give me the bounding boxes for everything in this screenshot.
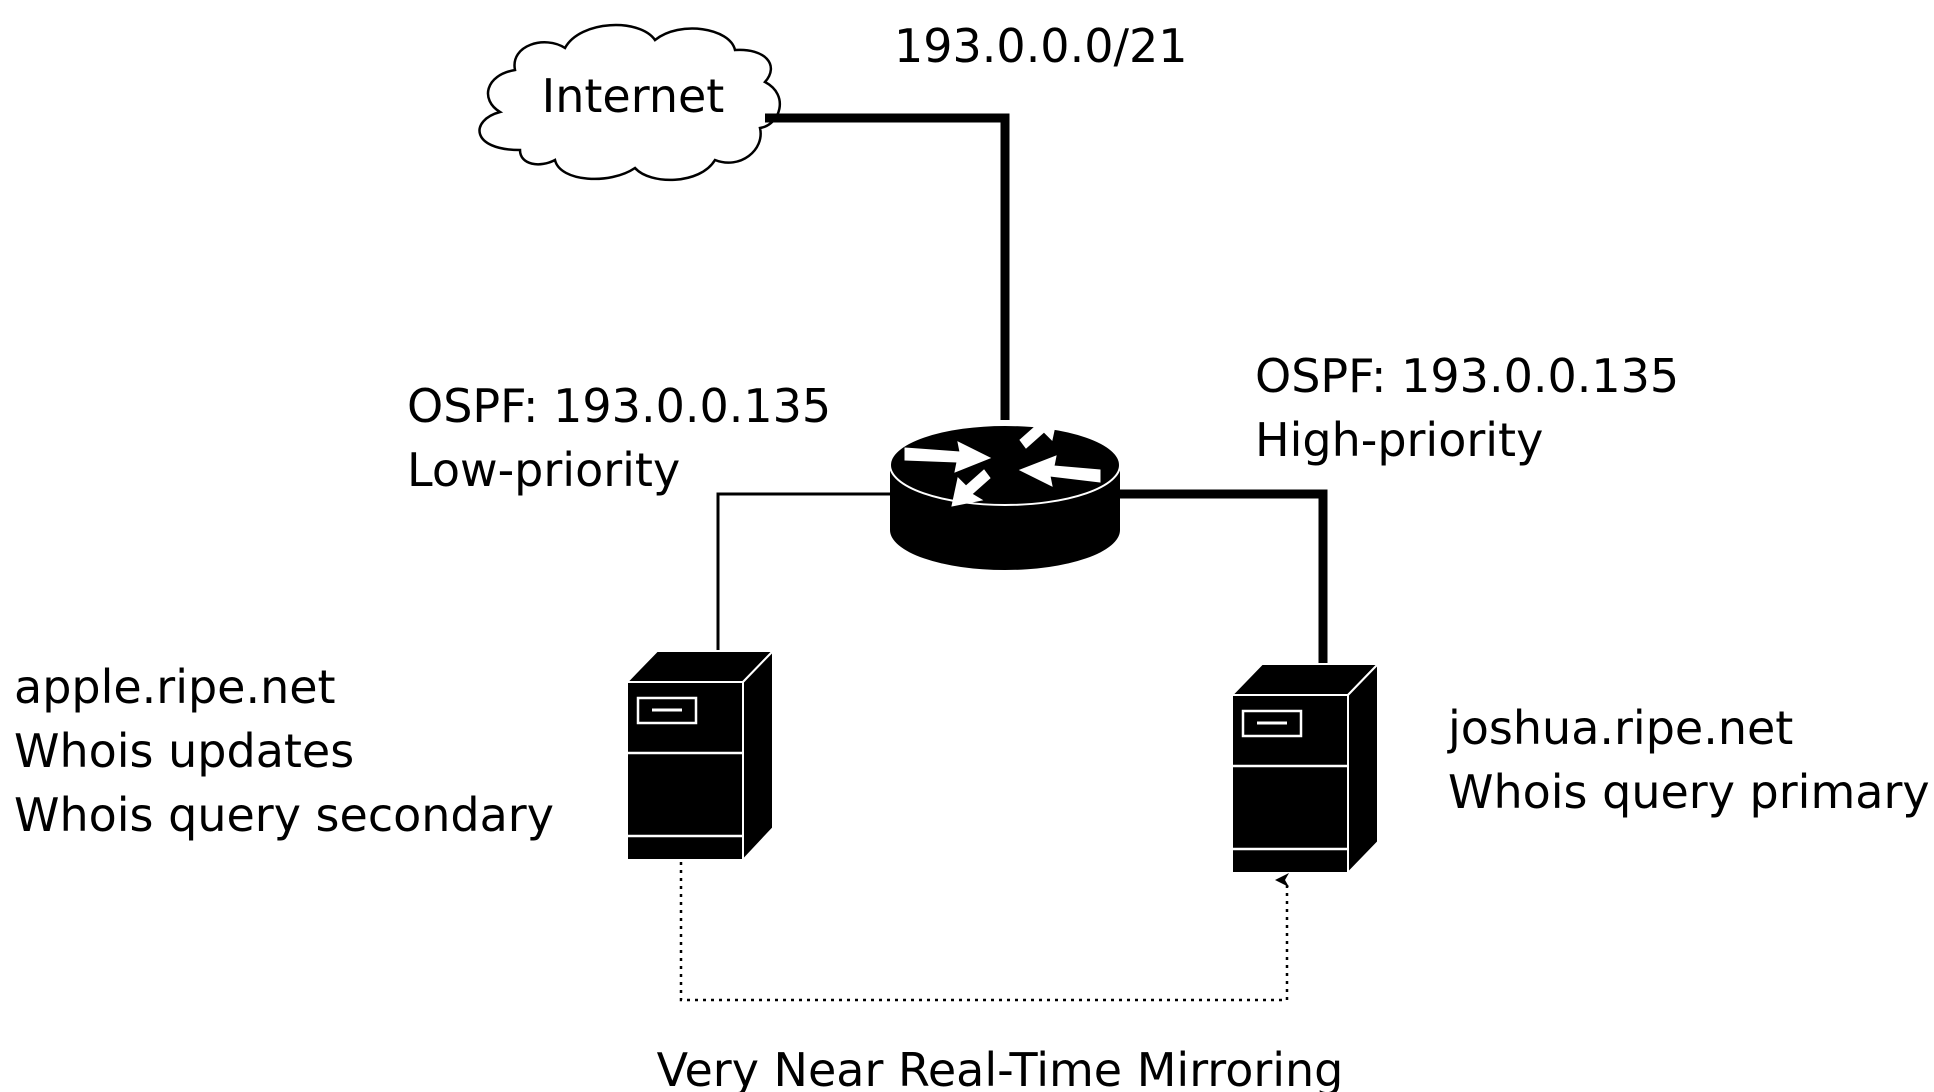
apple-hostname: apple.ripe.net <box>14 660 336 714</box>
link-low-priority <box>716 492 895 650</box>
internet-prefix: 193.0.0.0/21 <box>894 19 1188 73</box>
internet-uplink <box>765 113 1010 420</box>
mirroring-link <box>679 862 1289 1002</box>
mirroring-label: Very Near Real-Time Mirroring <box>657 1043 1344 1092</box>
left-link-ospf: OSPF: 193.0.0.135 <box>407 379 831 433</box>
right-link-priority: High-priority <box>1255 413 1543 467</box>
joshua-role-query: Whois query primary <box>1448 765 1930 819</box>
router-icon <box>889 411 1121 570</box>
apple-role-updates: Whois updates <box>14 724 354 778</box>
joshua-hostname: joshua.ripe.net <box>1447 701 1793 755</box>
apple-server-icon <box>624 648 776 863</box>
joshua-server-icon <box>1229 661 1381 876</box>
apple-role-query: Whois query secondary <box>14 788 554 842</box>
internet-label: Internet <box>542 69 725 123</box>
left-link-priority: Low-priority <box>407 443 680 497</box>
internet-cloud: Internet <box>478 23 782 182</box>
right-link-ospf: OSPF: 193.0.0.135 <box>1255 349 1679 403</box>
link-high-priority <box>1120 489 1328 664</box>
